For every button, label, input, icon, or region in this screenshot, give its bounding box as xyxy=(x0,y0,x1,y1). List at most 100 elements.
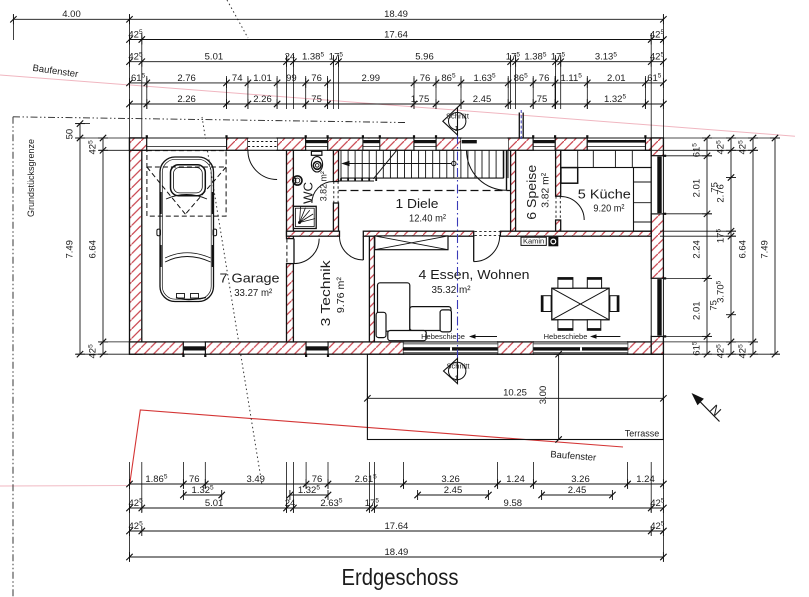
svg-text:615: 615 xyxy=(647,73,662,84)
svg-text:3.82 m²: 3.82 m² xyxy=(541,172,552,208)
svg-text:99: 99 xyxy=(286,73,297,84)
svg-text:425: 425 xyxy=(128,51,143,62)
svg-text:3.135: 3.135 xyxy=(595,51,618,62)
svg-text:7 Garage: 7 Garage xyxy=(220,271,280,286)
svg-text:WC: WC xyxy=(302,182,316,204)
svg-text:75: 75 xyxy=(311,94,322,105)
svg-text:2.615: 2.615 xyxy=(355,474,378,485)
svg-text:615: 615 xyxy=(691,341,702,356)
svg-text:1.385: 1.385 xyxy=(524,51,547,62)
svg-text:3.00: 3.00 xyxy=(538,386,549,405)
svg-text:2.26: 2.26 xyxy=(253,94,272,105)
svg-text:175: 175 xyxy=(329,51,344,62)
svg-text:425: 425 xyxy=(650,521,665,532)
svg-text:425: 425 xyxy=(87,344,98,359)
svg-text:865: 865 xyxy=(514,73,529,84)
svg-text:1.385: 1.385 xyxy=(302,51,325,62)
svg-text:1: 1 xyxy=(454,124,458,133)
svg-text:9.20 m²: 9.20 m² xyxy=(593,203,625,214)
svg-text:865: 865 xyxy=(441,73,456,84)
svg-text:2.24: 2.24 xyxy=(692,240,703,259)
svg-text:1: 1 xyxy=(454,374,458,383)
svg-text:4.00: 4.00 xyxy=(62,9,81,20)
svg-text:17.64: 17.64 xyxy=(384,29,408,40)
svg-text:5.01: 5.01 xyxy=(205,498,224,509)
svg-text:3.26: 3.26 xyxy=(571,474,590,485)
svg-text:1 Diele: 1 Diele xyxy=(396,197,439,211)
svg-text:2.45: 2.45 xyxy=(444,485,463,496)
svg-text:35.32 m²: 35.32 m² xyxy=(432,285,472,296)
svg-text:425: 425 xyxy=(128,29,143,40)
svg-text:24: 24 xyxy=(285,498,296,509)
svg-text:1.75: 1.75 xyxy=(411,94,430,105)
svg-text:425: 425 xyxy=(87,140,98,155)
svg-text:4 Essen, Wohnen: 4 Essen, Wohnen xyxy=(419,268,530,282)
svg-text:17.64: 17.64 xyxy=(385,521,409,532)
svg-text:5.01: 5.01 xyxy=(205,52,224,63)
svg-text:175: 175 xyxy=(551,51,566,62)
svg-text:Schnitt: Schnitt xyxy=(446,112,470,121)
svg-text:24: 24 xyxy=(285,52,296,63)
svg-text:12.40 m²: 12.40 m² xyxy=(409,213,447,224)
svg-text:33.27 m²: 33.27 m² xyxy=(234,288,273,299)
svg-text:10.25: 10.25 xyxy=(503,388,527,399)
svg-text:Hebeschiebe: Hebeschiebe xyxy=(544,332,588,341)
svg-text:Terrasse: Terrasse xyxy=(625,428,660,438)
svg-text:Hebeschiebe: Hebeschiebe xyxy=(421,332,465,341)
svg-text:1.01: 1.01 xyxy=(253,73,272,84)
svg-text:2.26: 2.26 xyxy=(177,94,196,105)
svg-text:6 Speise: 6 Speise xyxy=(524,165,539,220)
svg-text:1.865: 1.865 xyxy=(145,474,168,485)
svg-text:6.64: 6.64 xyxy=(738,240,749,258)
svg-text:76: 76 xyxy=(311,73,322,84)
svg-text:76: 76 xyxy=(189,474,200,485)
svg-text:1.24: 1.24 xyxy=(506,474,525,485)
svg-text:425: 425 xyxy=(737,344,748,359)
svg-text:9.76 m²: 9.76 m² xyxy=(336,276,347,313)
svg-text:175: 175 xyxy=(365,498,380,509)
svg-text:3.49: 3.49 xyxy=(246,474,265,485)
svg-text:50: 50 xyxy=(65,129,76,140)
svg-text:3.705: 3.705 xyxy=(715,280,726,303)
svg-text:2.01: 2.01 xyxy=(692,301,703,320)
svg-text:175: 175 xyxy=(506,51,521,62)
svg-text:76: 76 xyxy=(539,73,550,84)
svg-text:6.64: 6.64 xyxy=(88,240,99,258)
svg-text:74: 74 xyxy=(232,73,243,84)
svg-text:425: 425 xyxy=(128,521,143,532)
svg-text:3 Technik: 3 Technik xyxy=(318,260,333,327)
svg-text:2.01: 2.01 xyxy=(692,179,703,198)
svg-text:425: 425 xyxy=(737,140,748,155)
svg-text:75: 75 xyxy=(537,94,548,105)
svg-text:1.325: 1.325 xyxy=(604,94,627,105)
svg-text:2.635: 2.635 xyxy=(320,498,343,509)
svg-text:1.635: 1.635 xyxy=(474,73,497,84)
svg-text:425: 425 xyxy=(650,51,665,62)
svg-text:3.26: 3.26 xyxy=(441,474,460,485)
svg-text:Erdgeschoss: Erdgeschoss xyxy=(342,564,459,590)
svg-text:5.96: 5.96 xyxy=(415,52,434,63)
svg-text:75: 75 xyxy=(709,300,720,311)
svg-text:Baufenster: Baufenster xyxy=(550,449,597,464)
svg-text:425: 425 xyxy=(650,498,665,509)
svg-text:3.82 m²: 3.82 m² xyxy=(319,171,329,201)
svg-text:2.45: 2.45 xyxy=(568,485,587,496)
svg-text:1.325: 1.325 xyxy=(298,485,321,496)
svg-text:2.76: 2.76 xyxy=(716,184,727,203)
svg-text:425: 425 xyxy=(715,140,726,155)
svg-text:2.45: 2.45 xyxy=(473,94,492,105)
svg-text:2.99: 2.99 xyxy=(362,73,381,84)
svg-text:Schnitt: Schnitt xyxy=(447,361,471,370)
svg-text:7.49: 7.49 xyxy=(65,240,76,258)
svg-text:615: 615 xyxy=(131,73,146,84)
svg-text:9.58: 9.58 xyxy=(504,498,523,509)
svg-text:7.49: 7.49 xyxy=(760,240,771,259)
svg-text:75: 75 xyxy=(710,182,721,193)
svg-text:2.01: 2.01 xyxy=(607,73,626,84)
svg-text:1.24: 1.24 xyxy=(636,474,655,485)
svg-text:1.325: 1.325 xyxy=(192,485,215,496)
svg-text:1.115: 1.115 xyxy=(560,73,582,84)
svg-text:Grundstücksgrenze: Grundstücksgrenze xyxy=(26,139,36,217)
svg-text:5 Küche: 5 Küche xyxy=(578,187,631,201)
svg-text:18.49: 18.49 xyxy=(384,9,408,20)
